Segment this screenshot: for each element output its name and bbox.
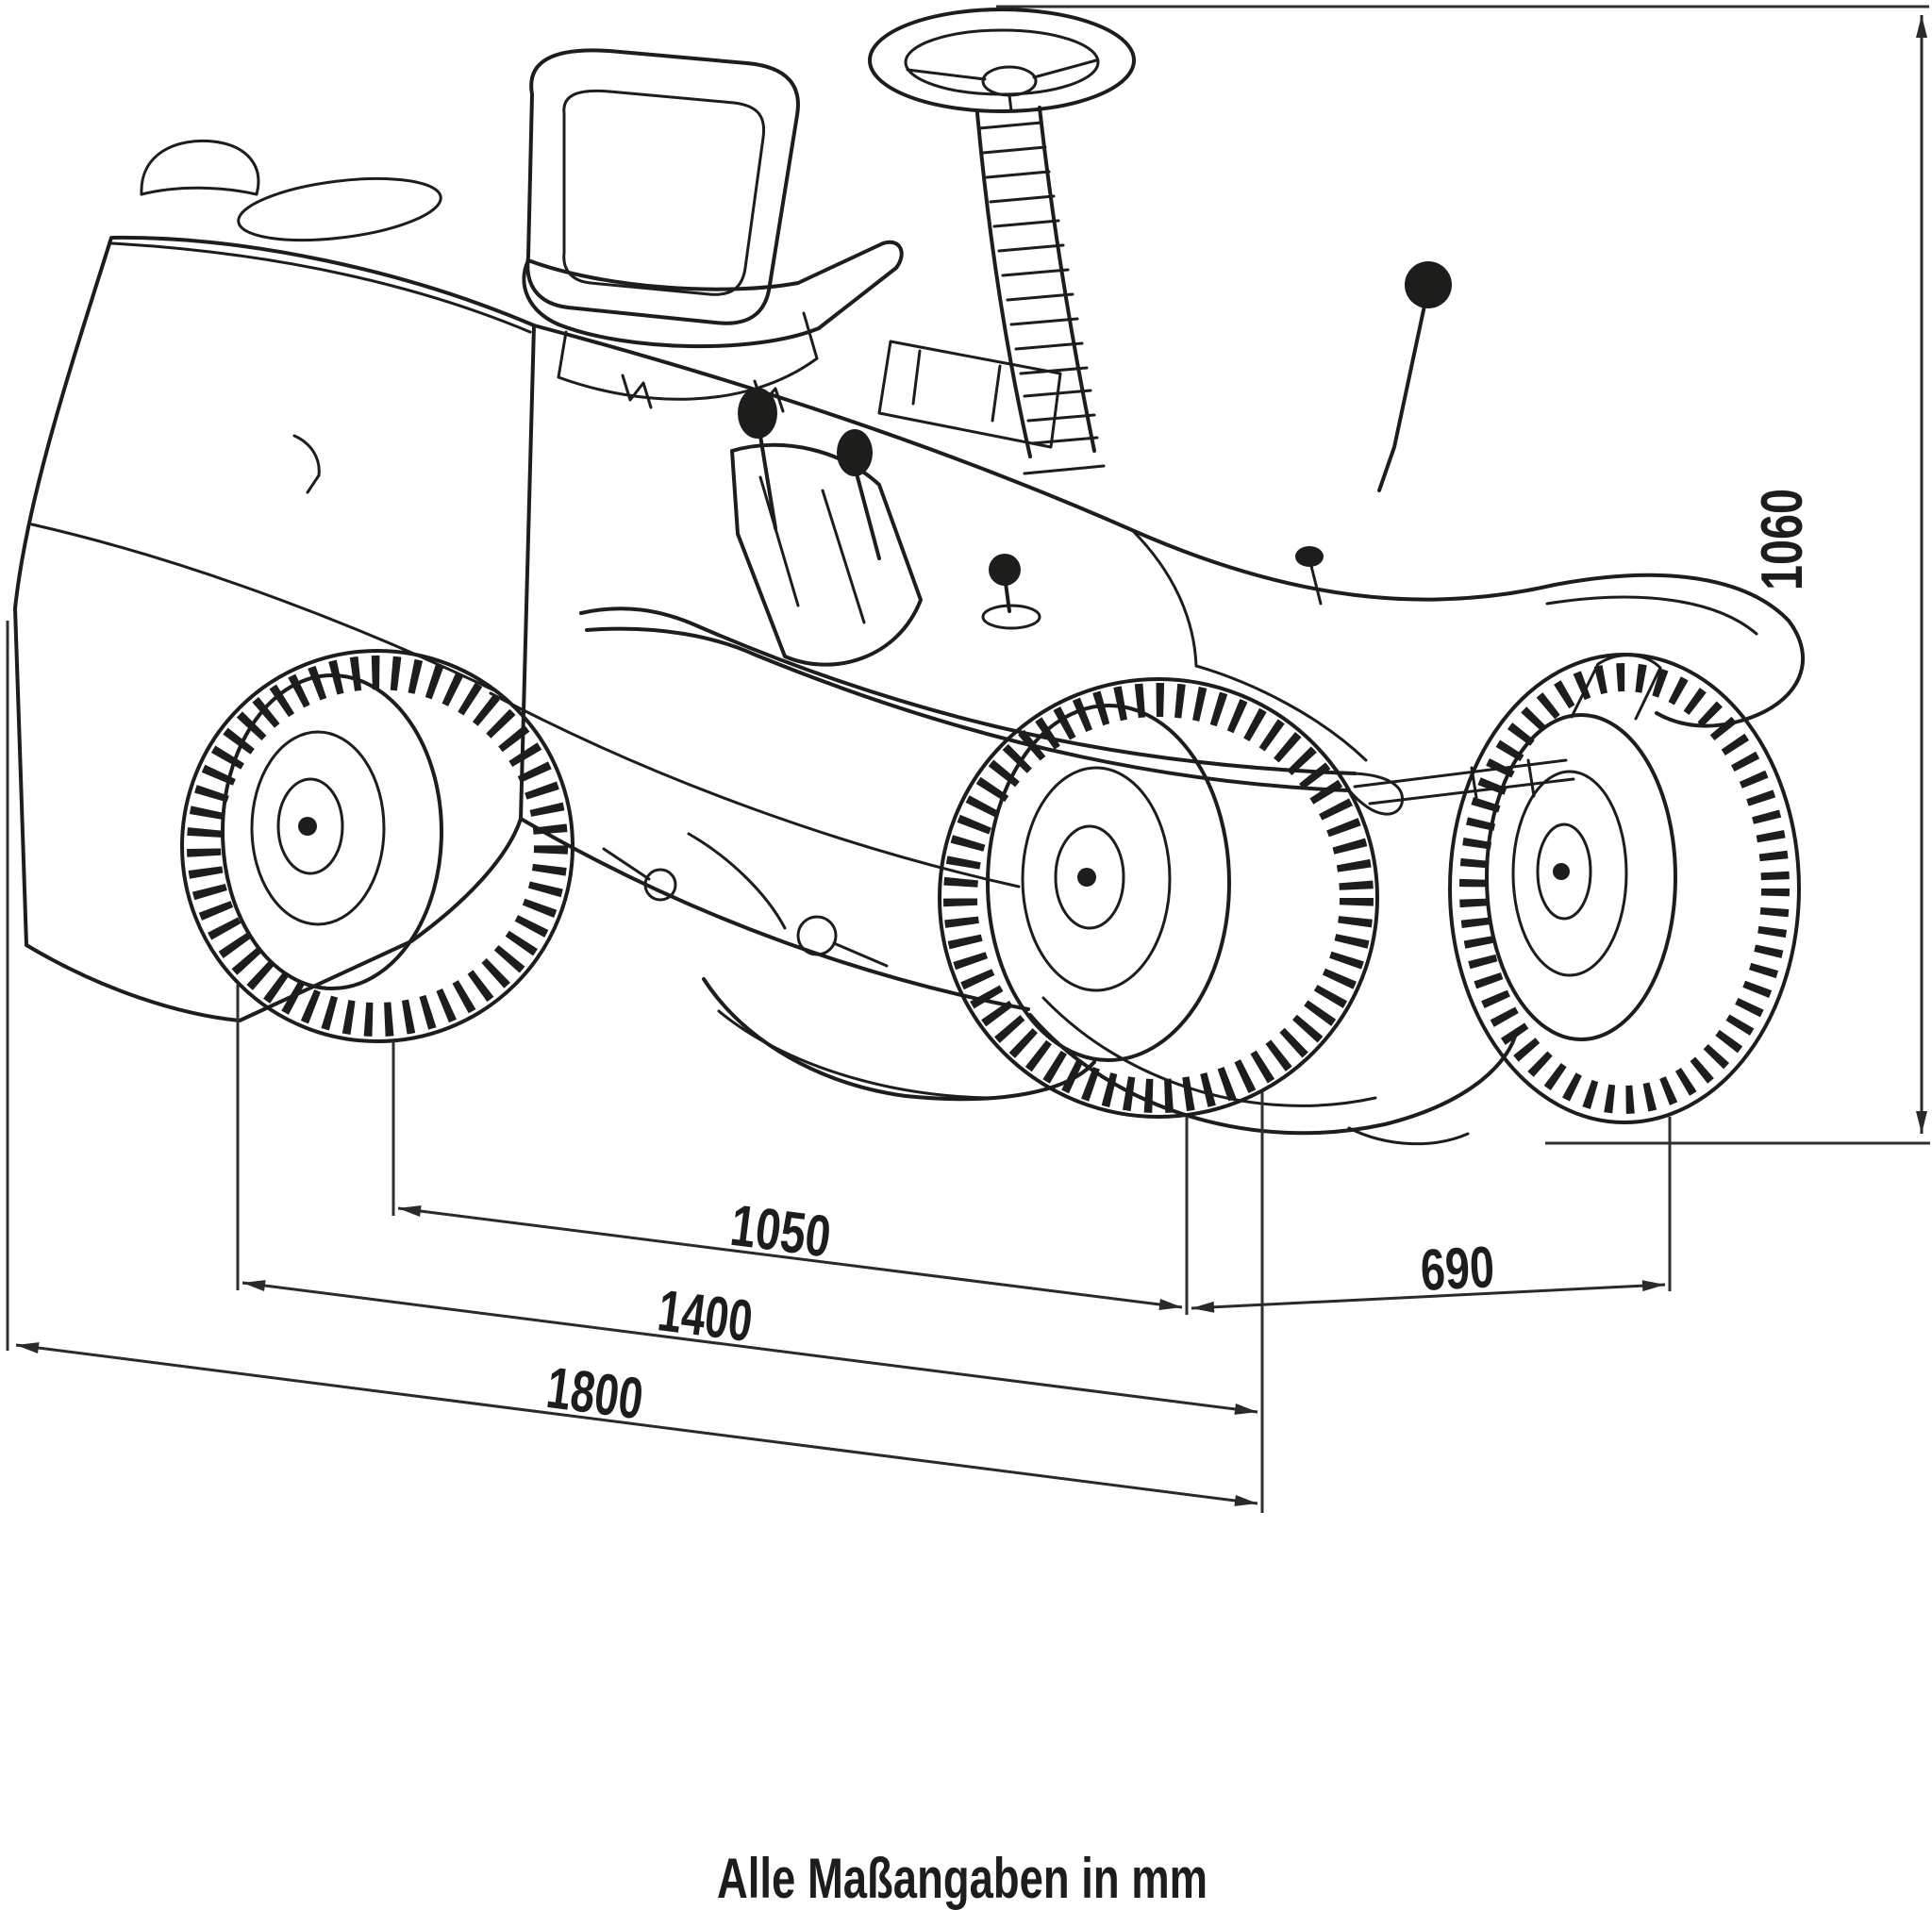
dimension-annotations: 1050 690 1400 1800 1060 [6,5,1930,1513]
dimension-total-length: 1800 [15,1342,1258,1506]
dimension-total-height: 1060 [1750,15,1927,1134]
control-levers [730,388,1041,667]
mower-deck [702,977,1519,1146]
dimension-wheelbase: 1050 [397,1193,1183,1310]
seat [522,48,904,413]
grass-catcher [13,139,536,1022]
body-shell [489,324,1806,1011]
rear-wheel [180,649,575,1043]
mower-drawing [13,8,1806,1146]
dim-label-wheelbase: 1050 [727,1193,835,1271]
bypass-lever [1295,261,1452,606]
right-wheel [1448,653,1801,1124]
steering-wheel [868,8,1136,113]
footer-note: Alle Maßangaben in mm [717,1847,1208,1910]
dimension-front-track: 690 [1191,1235,1666,1313]
dim-label-total-length: 1800 [543,1355,647,1432]
dim-label-front-track: 690 [1419,1235,1495,1304]
dim-label-total-height: 1060 [1750,489,1815,590]
front-wheel [938,677,1379,1119]
steering-column [975,106,1106,475]
dim-label-frame-length: 1400 [655,1278,757,1354]
